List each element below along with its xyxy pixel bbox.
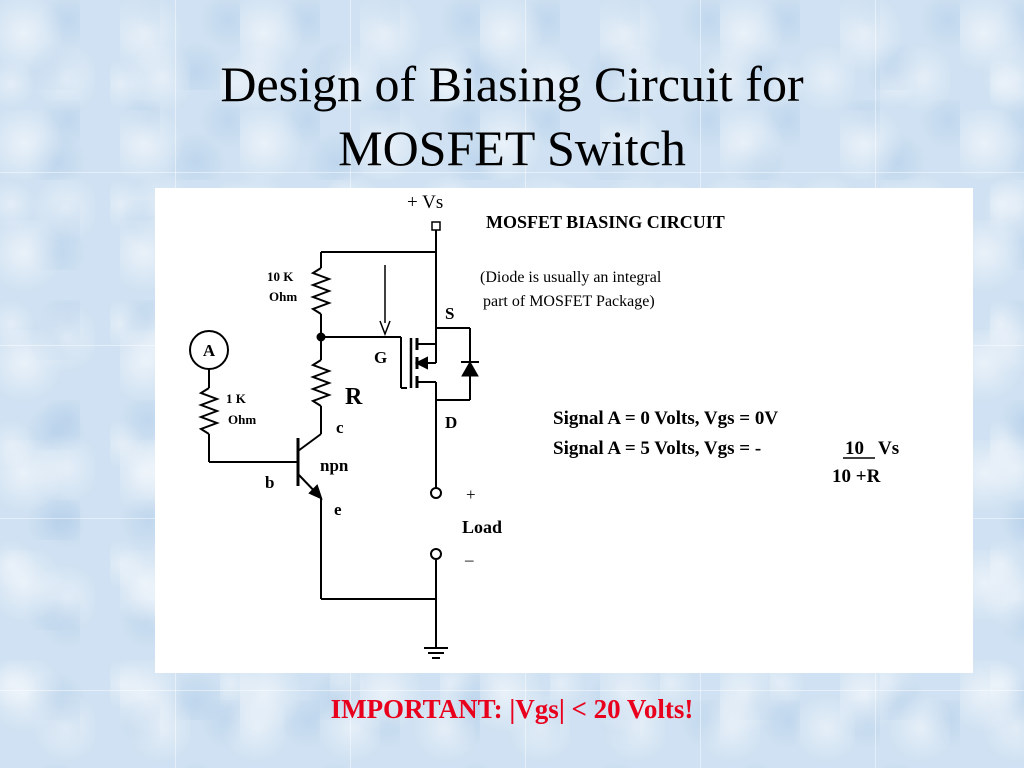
diode-note-line-1: (Diode is usually an integral (480, 269, 662, 286)
resistor-r-label: R (345, 384, 363, 410)
source-label: S (445, 304, 454, 323)
body-diode (436, 327, 479, 401)
supply-rail: + Vs (321, 192, 443, 253)
diagram-header: MOSFET BIASING CIRCUIT (486, 212, 725, 232)
bg-grid-line (0, 172, 1024, 173)
load: + Load – (430, 485, 502, 648)
drain-label: D (445, 413, 457, 432)
ground-symbol (424, 647, 448, 659)
load-plus: + (466, 485, 476, 504)
slide-title: Design of Biasing Circuit for MOSFET Swi… (0, 52, 1024, 180)
important-note: IMPORTANT: |Vgs| < 20 Volts! (330, 694, 694, 724)
formula-numerator: 10 (845, 438, 864, 459)
gate-label: G (374, 348, 387, 367)
circuit-diagram: + Vs 10 K Ohm G R A (189, 192, 899, 659)
signal-line-1: Signal A = 0 Volts, Vgs = 0V (553, 408, 778, 429)
slide-title-line-1: Design of Biasing Circuit for (220, 56, 804, 112)
mosfet: S D (401, 252, 457, 492)
transistor-type-label: npn (320, 456, 349, 475)
resistor-r: R (310, 337, 363, 434)
diode-note-line-2: part of MOSFET Package) (483, 293, 655, 310)
emitter-label: e (334, 500, 342, 519)
resistor-1k-value: 1 K (226, 391, 247, 406)
signal-line-2: Signal A = 5 Volts, Vgs = - (553, 438, 761, 459)
signal-meter: A 1 K Ohm (189, 330, 298, 463)
npn-transistor: c npn b e (265, 418, 436, 600)
resistor-10k-unit: Ohm (269, 289, 297, 304)
slide-title-line-2: MOSFET Switch (338, 120, 686, 176)
signal-meter-label: A (203, 341, 216, 360)
resistor-1k-unit: Ohm (228, 412, 256, 427)
circuit-diagram-panel: + Vs 10 K Ohm G R A (155, 188, 973, 673)
resistor-10k: 10 K Ohm (267, 252, 332, 337)
resistor-10k-value: 10 K (267, 269, 294, 284)
load-label: Load (462, 517, 502, 537)
formula-denominator: 10 +R (832, 466, 881, 487)
bg-grid-line (0, 690, 1024, 691)
gate-node: G (316, 265, 402, 388)
load-minus: – (464, 550, 474, 569)
collector-label: c (336, 418, 344, 437)
supply-label: + Vs (407, 192, 443, 213)
formula-vs: Vs (878, 438, 899, 459)
base-label: b (265, 473, 274, 492)
